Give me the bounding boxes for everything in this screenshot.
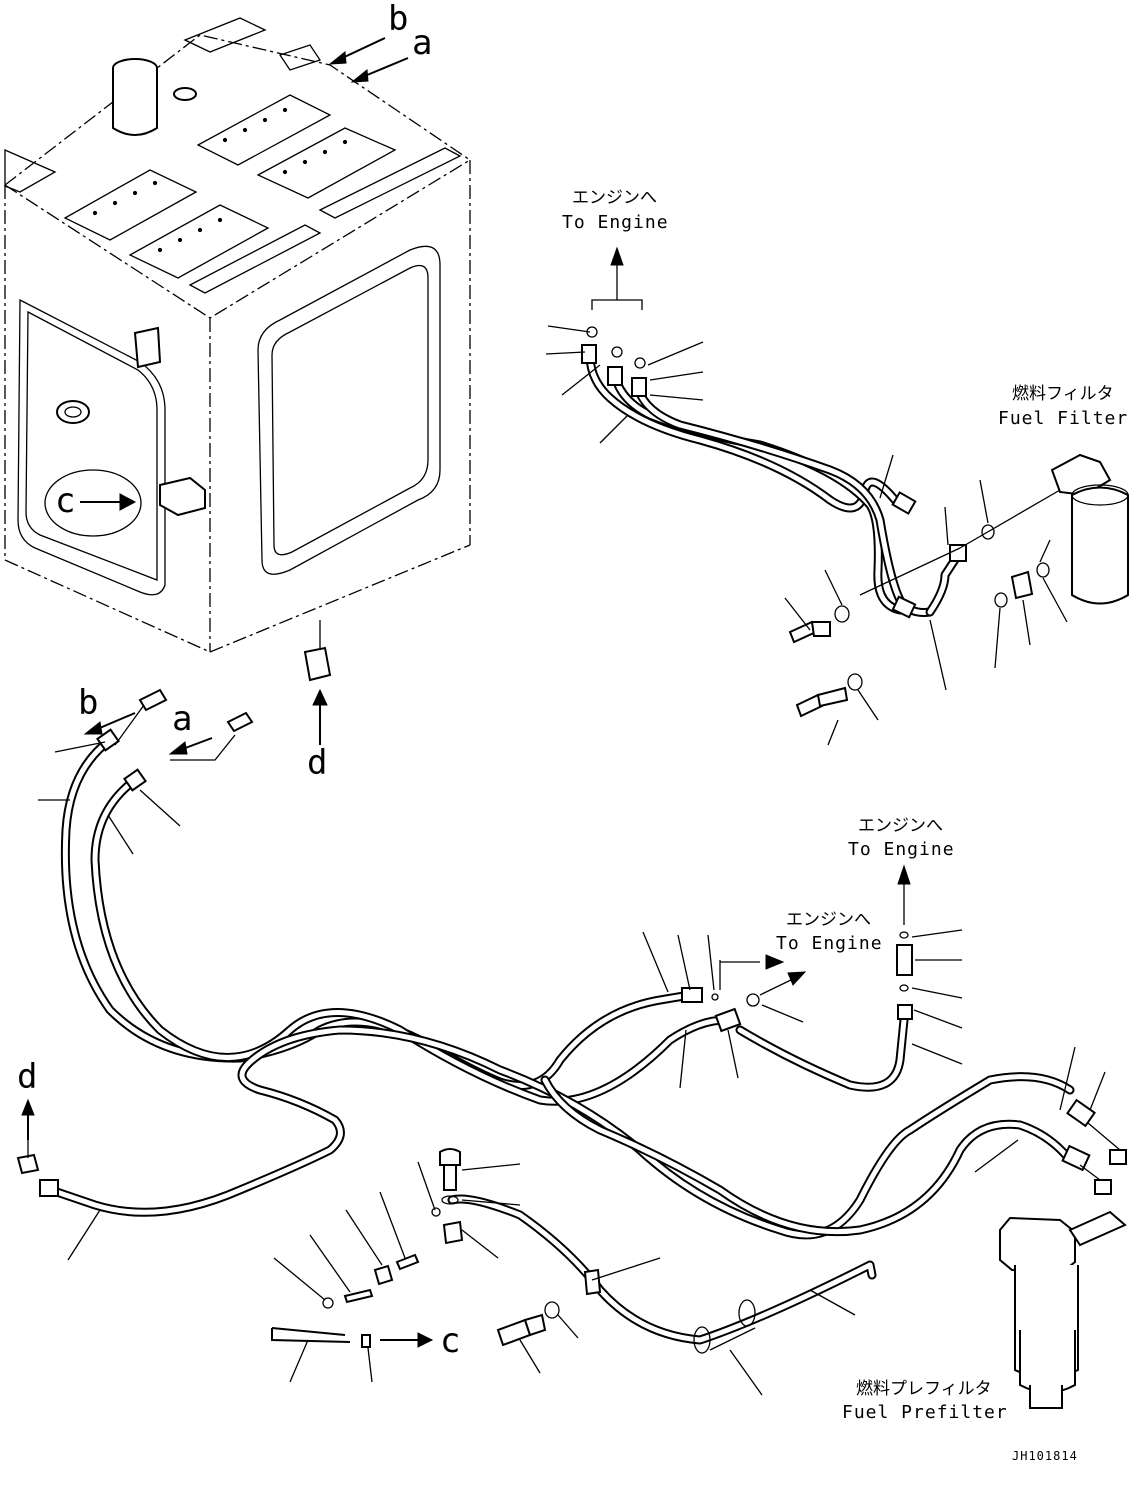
fuel-prefilter (999, 1122, 1127, 1409)
prefilter-label-en: Fuel Prefilter (842, 1402, 1008, 1423)
engine-top-label-jp: エンジンへ (572, 188, 657, 208)
callout-c-tank: c (55, 481, 76, 521)
tank-callout-arrows (44, 37, 409, 745)
lower-hose-assembly (16, 688, 1096, 1354)
callout-c-bottom: c (440, 1321, 461, 1361)
upper-hose-assembly (581, 246, 1061, 718)
engine-mid-label-en: To Engine (776, 933, 883, 954)
engine-right-label-en: To Engine (848, 839, 955, 860)
callout-b-hose: b (78, 683, 99, 723)
callout-b-top: b (388, 0, 409, 39)
drawing-code: JH101814 (1012, 1449, 1078, 1463)
lower-leader-lines (38, 741, 1106, 1396)
fuel-filter (1050, 453, 1129, 605)
callout-d-tank: d (307, 743, 328, 783)
fuel-tank (4, 17, 471, 682)
engine-right-label-jp: エンジンへ (858, 816, 943, 836)
callout-a-hose: a (172, 699, 193, 739)
fuel-filter-label-en: Fuel Filter (998, 408, 1129, 429)
prefilter-label-jp: 燃料プレフィルタ (856, 1379, 992, 1399)
upper-leader-lines (545, 325, 1068, 746)
callout-d-left: d (17, 1057, 38, 1097)
callout-a-top: a (412, 23, 433, 63)
engine-top-label-en: To Engine (562, 212, 669, 233)
fuel-filter-label-jp: 燃料フィルタ (1012, 384, 1114, 404)
engine-mid-label-jp: エンジンへ (786, 910, 871, 930)
